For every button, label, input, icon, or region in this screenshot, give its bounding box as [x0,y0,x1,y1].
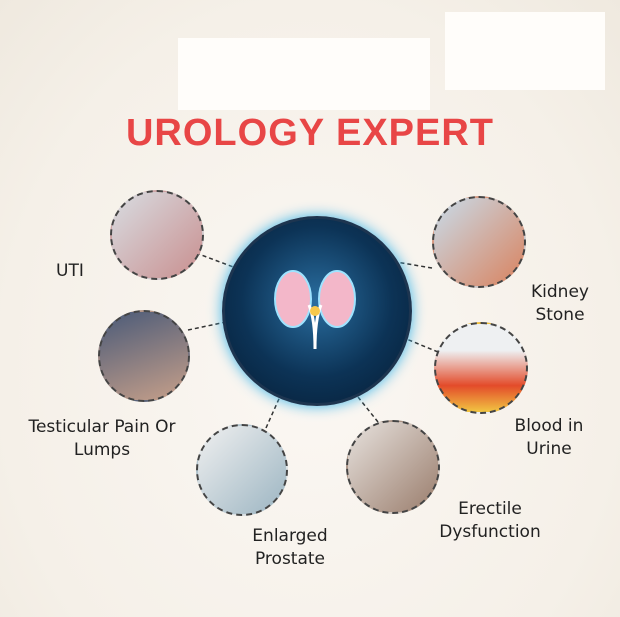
label-kidney-stone: Kidney Stone [531,282,589,325]
label-uti: UTI [56,261,84,281]
uti-image [110,190,204,280]
label-testicular-pain: Testicular Pain Or Lumps [28,417,176,460]
kidney-stone-image [432,196,526,288]
blank-panel [178,38,430,110]
label-blood-in-urine: Blood in Urine [514,416,584,459]
testicular-pain-image [98,310,190,402]
erectile-dysfunction-image [346,420,440,514]
enlarged-prostate-image [196,424,288,516]
blood-in-urine-image [434,322,528,414]
label-enlarged-prostate: Enlarged Prostate [252,526,328,569]
kidney-hero-image [222,216,412,406]
label-erectile-dysfunction: Erectile Dysfunction [439,499,541,542]
page-title: UROLOGY EXPERT [125,112,495,154]
blank-panel [445,12,605,90]
kidney-icon [274,270,356,350]
